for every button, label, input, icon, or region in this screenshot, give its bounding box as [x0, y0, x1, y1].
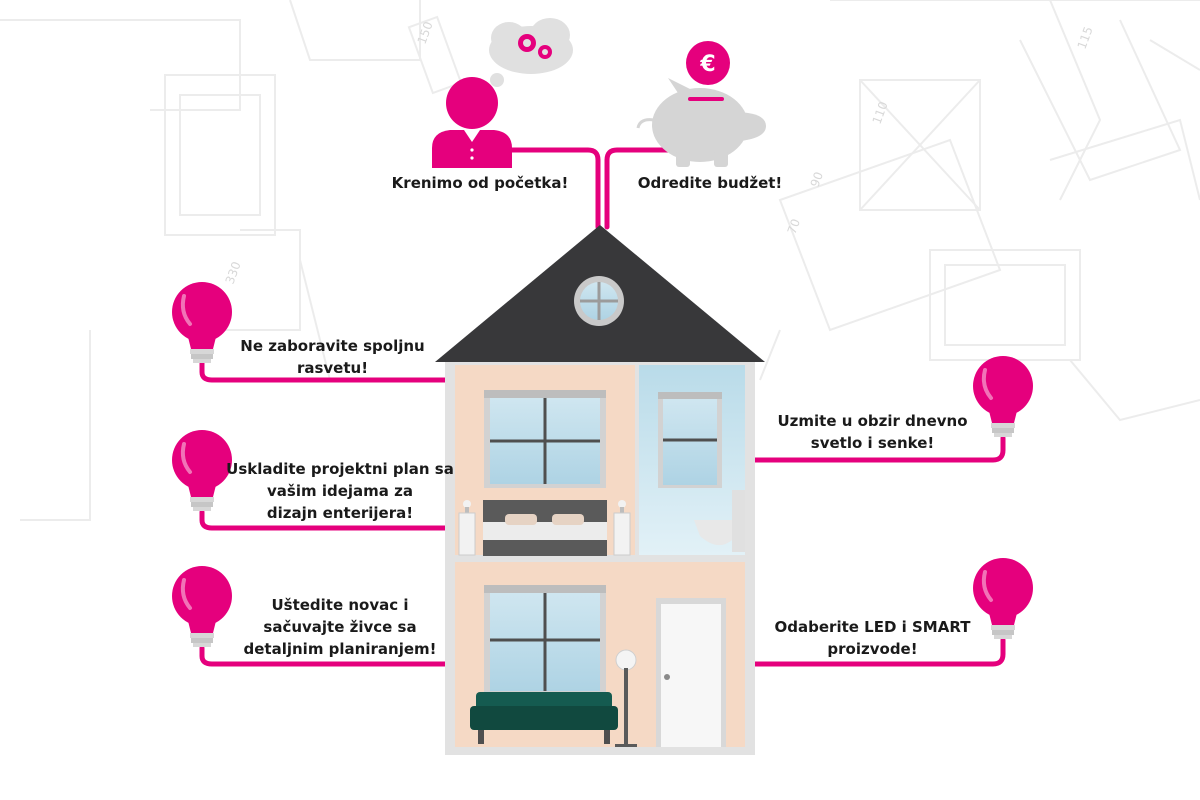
- blueprint-number: 70: [785, 217, 803, 236]
- bed: [483, 500, 607, 556]
- gears-icon: [518, 34, 552, 59]
- bulb-right-top-icon: [973, 356, 1033, 437]
- floor-lamp: [615, 649, 637, 747]
- tip-line: Ne zaboravite spoljnu: [240, 337, 425, 355]
- connector-lines: [199, 147, 1006, 667]
- tip-line: dizajn enterijera!: [266, 504, 414, 522]
- blueprint-number: 110: [870, 100, 891, 126]
- blueprint-number: 115: [1075, 25, 1096, 51]
- tip-interior-plan: Uskladite projektni plan sa vašim idejam…: [215, 458, 465, 524]
- connector-budget: [604, 147, 671, 230]
- bulb-right-bottom-icon: [973, 558, 1033, 639]
- blueprint-number: 90: [808, 170, 826, 189]
- tip-line: detaljnim planiranjem!: [243, 640, 437, 658]
- tip-line: rasvetu!: [296, 359, 369, 377]
- blueprint-number: 330: [223, 260, 244, 286]
- door: [656, 598, 726, 747]
- house: [435, 225, 765, 755]
- connector-daylight: [687, 435, 1006, 463]
- tip-line: Uskladite projektni plan sa: [226, 460, 454, 478]
- thought-bubble: [484, 18, 573, 98]
- connector-interior-plan: [199, 509, 471, 531]
- tip-outdoor-lighting: Ne zaboravite spoljnu rasvetu!: [215, 335, 450, 379]
- tip-daylight: Uzmite u obzir dnevno svetlo i senke!: [760, 410, 985, 454]
- bathroom-window: [658, 392, 722, 488]
- bulb-left-bottom-icon: [172, 566, 232, 647]
- tip-line: vašim idejama za: [267, 482, 413, 500]
- tip-line: Odaberite LED i SMART: [774, 618, 971, 636]
- label-budget: Odredite budžet!: [610, 172, 810, 194]
- currency-symbol: €: [699, 52, 715, 77]
- upper-window: [484, 390, 606, 488]
- label-start-text: Krenimo od početka!: [391, 174, 569, 192]
- ground-window: [484, 585, 606, 695]
- bulb-left-middle-icon: [172, 430, 232, 511]
- tip-save-money: Uštedite novac i sačuvajte živce sa deta…: [215, 594, 465, 660]
- tip-line: sačuvajte živce sa: [263, 618, 417, 636]
- blueprint-background: [0, 0, 1200, 521]
- tip-line: proizvode!: [827, 640, 918, 658]
- connector-outdoor-light: [199, 359, 456, 383]
- bulb-left-top-icon: [172, 282, 232, 363]
- tip-led-smart: Odaberite LED i SMART proizvode!: [760, 616, 985, 660]
- tip-line: svetlo i senke!: [810, 434, 935, 452]
- piggy-bank-icon: [636, 78, 766, 167]
- connector-start: [481, 147, 601, 230]
- nightstand-left: [458, 500, 476, 556]
- connector-save-money: [199, 645, 473, 667]
- round-attic-window: [574, 276, 624, 326]
- person-icon: [432, 77, 512, 168]
- label-budget-text: Odredite budžet!: [637, 174, 783, 192]
- euro-coin-icon: €: [686, 41, 730, 85]
- bathroom-sink: [694, 490, 745, 552]
- connector-led: [627, 637, 1006, 667]
- tip-line: Uzmite u obzir dnevno: [777, 412, 968, 430]
- tip-line: Uštedite novac i: [271, 596, 409, 614]
- sofa: [470, 692, 618, 744]
- nightstand-right: [613, 500, 631, 556]
- label-start: Krenimo od početka!: [360, 172, 600, 194]
